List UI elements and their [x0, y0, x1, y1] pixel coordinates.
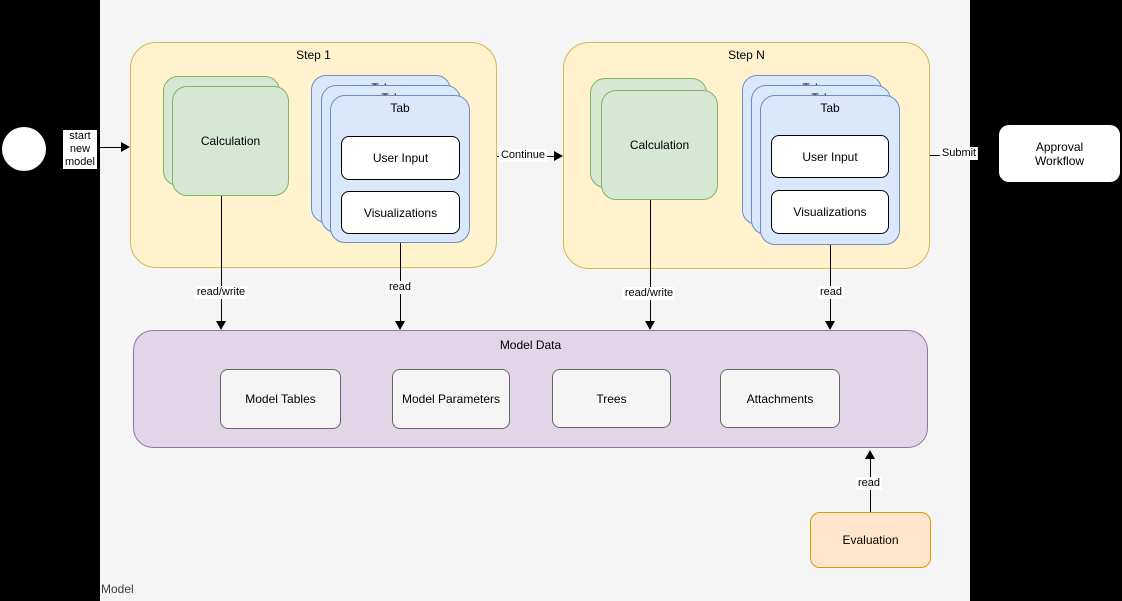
step-n-visualizations-label: Visualizations — [793, 205, 867, 219]
evaluation-edge-arrowhead — [865, 450, 875, 459]
step-1-calculation-label: Calculation — [200, 134, 261, 148]
step-n-user-input-label: User Input — [802, 149, 858, 164]
model-tables-label: Model Tables — [245, 392, 316, 406]
start-node-circle — [2, 127, 46, 171]
continue-edge-arrowhead — [554, 151, 563, 161]
model-tables-box: Model Tables — [220, 369, 341, 429]
step-1-visualizations-label: Visualizations — [363, 205, 438, 220]
step1-tab-edge-label: read — [386, 281, 414, 294]
step1-calc-edge-label: read/write — [194, 286, 248, 299]
stepn-calc-edge-line — [650, 200, 651, 322]
attachments-box: Attachments — [720, 369, 840, 428]
continue-edge-label: Continue — [498, 149, 548, 162]
start-edge-label-line: start — [69, 130, 91, 142]
step-1-tab-title: Tab — [390, 101, 410, 115]
step-n-tab-title: Tab — [820, 101, 840, 115]
approval-workflow-box: Approval Workflow — [999, 125, 1120, 182]
step-n-calculation-label: Calculation — [629, 138, 690, 152]
step-n-calculation-box: Calculation — [601, 90, 718, 200]
step1-calc-edge-line — [221, 196, 222, 322]
stepn-tab-edge-label: read — [817, 286, 845, 299]
evaluation-box: Evaluation — [810, 512, 931, 568]
step-1-visualizations-box: Visualizations — [341, 191, 460, 234]
submit-edge-label: Submit — [939, 147, 979, 160]
start-edge-label-line: new — [69, 143, 91, 155]
start-edge-line — [100, 147, 122, 148]
step-1-user-input-label: User Input — [372, 151, 429, 165]
stepn-tab-edge-arrowhead — [825, 321, 835, 330]
step1-tab-edge-arrowhead — [395, 321, 405, 330]
model-parameters-label: Model Parameters — [401, 392, 501, 406]
stepn-calc-edge-label: read/write — [622, 287, 676, 300]
evaluation-label: Evaluation — [842, 533, 899, 547]
model-parameters-box: Model Parameters — [392, 369, 510, 429]
step1-calc-edge-arrowhead — [216, 321, 226, 330]
start-edge-label: start new model — [63, 130, 97, 169]
start-edge-arrowhead — [121, 142, 130, 152]
page-label: Model — [101, 582, 134, 596]
stepn-tab-edge-line — [830, 245, 831, 322]
attachments-label: Attachments — [746, 391, 814, 406]
model-data-title: Model Data — [499, 338, 562, 352]
step-1-user-input-box: User Input — [341, 136, 460, 180]
start-edge-label-line: model — [65, 156, 95, 168]
step-1-title: Step 1 — [296, 48, 331, 62]
trees-box: Trees — [552, 369, 671, 428]
step-n-visualizations-box: Visualizations — [771, 190, 889, 234]
trees-label: Trees — [596, 391, 627, 406]
step-n-user-input-box: User Input — [771, 135, 889, 178]
evaluation-edge-label: read — [855, 477, 883, 490]
step-1-calculation-box: Calculation — [172, 86, 289, 196]
stepn-calc-edge-arrowhead — [645, 321, 655, 330]
approval-workflow-label: Approval Workflow — [1034, 139, 1085, 168]
step-n-title: Step N — [728, 48, 765, 62]
